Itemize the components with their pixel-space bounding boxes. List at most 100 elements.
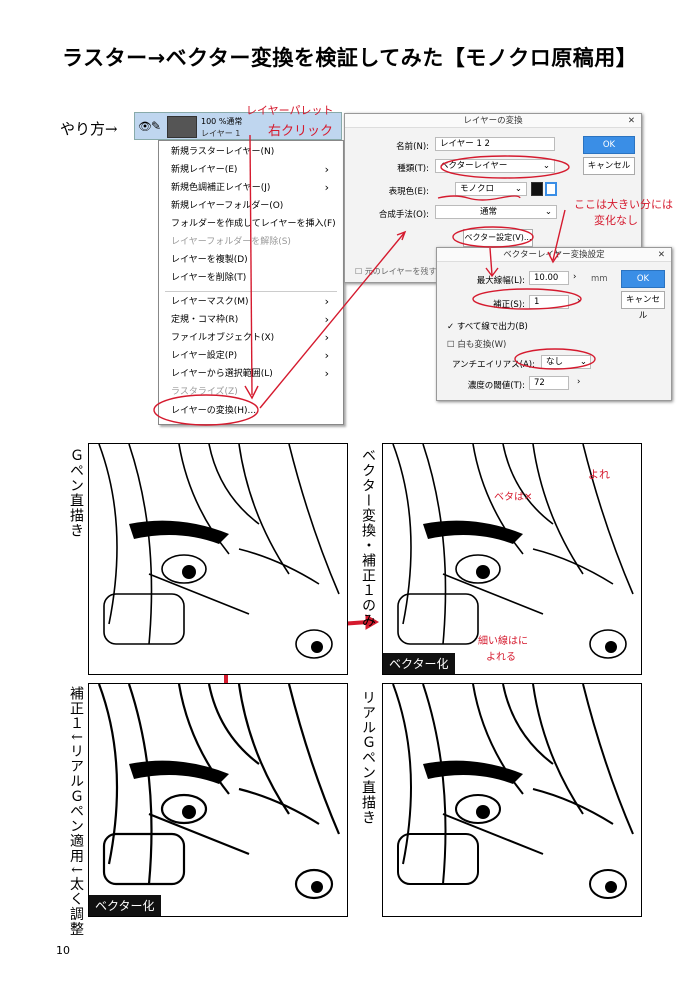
annotation-underline-color: [437, 195, 521, 201]
manga-illustration: [97, 684, 341, 900]
annotation-circle-vector-btn: [452, 226, 534, 248]
name-label: 名前(N):: [396, 142, 429, 152]
menu-item-create-folder-insert[interactable]: フォルダーを作成してレイヤーを挿入(F): [171, 219, 336, 229]
blend-select[interactable]: 通常 ⌄: [435, 205, 557, 219]
annotation-arrow-down: [249, 134, 253, 396]
layer-blend-text: 100 %通常: [201, 117, 243, 126]
close-icon[interactable]: ✕: [627, 116, 635, 126]
panel-4-label: リアルＧペン直描き: [360, 690, 376, 825]
chevron-right-icon: ›: [324, 367, 329, 380]
color-select[interactable]: モノクロ⌄: [455, 182, 527, 196]
annotation-arrowhead: [396, 230, 407, 241]
layer-palette-row[interactable]: 👁 ✎ 100 %通常 レイヤー 1: [134, 112, 342, 140]
page-title: ラスター→ベクター変換を検証してみた【モノクロ原稿用】: [62, 46, 638, 70]
menu-item-delete-layer[interactable]: レイヤーを削除(T): [171, 273, 247, 283]
menu-item-layer-mask[interactable]: レイヤーマスク(M)›: [171, 293, 337, 311]
chevron-down-icon: ⌄: [542, 161, 550, 171]
chevron-right-icon: ›: [324, 331, 329, 344]
annotation-palette: レイヤーパレット: [246, 104, 334, 117]
ok-button[interactable]: OK: [621, 270, 665, 288]
layer-name-text: レイヤー 1: [201, 129, 241, 138]
chevron-right-icon: ›: [324, 313, 329, 326]
menu-item-new-correction[interactable]: 新規色調補正レイヤー(J)›: [171, 179, 337, 197]
annotation-beta: ベタは✕: [494, 492, 533, 503]
type-value: ベクターレイヤー: [440, 161, 508, 171]
blend-label: 合成手法(O):: [378, 210, 429, 220]
layer-thumbnail: [167, 116, 197, 138]
vector-tag: ベクター化: [89, 895, 161, 916]
menu-item-new-raster[interactable]: 新規ラスターレイヤー(N): [171, 147, 275, 157]
dialog-title: レイヤーの変換: [463, 116, 523, 126]
white-convert-label: 白も変換(W): [457, 340, 507, 350]
manga-illustration: [392, 684, 634, 899]
all-lines-checkbox[interactable]: ✓ すべて線で出力(B): [447, 322, 528, 332]
menu-item-new-folder[interactable]: 新規レイヤーフォルダー(O): [171, 201, 284, 211]
blend-value: 通常: [480, 207, 498, 217]
menu-item-ruler-frame[interactable]: 定規・コマ枠(R)›: [171, 311, 337, 329]
chevron-right-icon: ›: [324, 181, 329, 194]
white-convert-checkbox[interactable]: ☐ 白も変換(W): [447, 340, 507, 350]
annotation-thin-yore-1: 細い線はに: [478, 636, 528, 647]
menu-item-convert-layer[interactable]: レイヤーの変換(H)...: [171, 406, 257, 416]
annotation-line-note: [552, 209, 566, 261]
chevron-right-icon: ›: [324, 295, 329, 308]
annotation-yore: よれ: [588, 468, 610, 481]
annotation-line-menu-to-dialog: [259, 231, 406, 409]
annotation-circle-convert: [153, 394, 259, 426]
menu-item-rasterize[interactable]: ラスタライズ(Z): [171, 387, 238, 397]
annotation-circle-correction: [472, 288, 582, 310]
manga-illustration: [392, 444, 634, 659]
panel-2-label: ベクター変換・補正１のみ: [360, 448, 376, 628]
annotation-circle-antialias: [514, 348, 596, 370]
manga-illustration: [98, 444, 340, 659]
manga-panel-2: ベクター化: [382, 443, 642, 675]
threshold-label: 濃度の閾値(T):: [467, 381, 525, 391]
close-icon[interactable]: ✕: [657, 250, 665, 260]
pen-icon: ✎: [151, 119, 162, 133]
chevron-right-icon[interactable]: ›: [573, 272, 577, 282]
vector-tag: ベクター化: [383, 653, 455, 674]
white-swatch[interactable]: [545, 182, 557, 196]
chevron-right-icon[interactable]: ›: [577, 296, 581, 306]
annotation-note-1: ここは大きい分には: [574, 198, 673, 211]
panel-3-label: 補正１↓リアルＧペン適用↓太く調整: [68, 686, 84, 937]
black-swatch[interactable]: [531, 182, 543, 196]
eye-icon[interactable]: 👁: [138, 120, 152, 133]
keep-original-checkbox[interactable]: ☐ 元のレイヤーを残す(L): [355, 267, 448, 276]
annotation-arrowhead: [485, 267, 499, 278]
dialog-titlebar: レイヤーの変換 ✕: [345, 114, 641, 128]
threshold-input[interactable]: 72: [529, 376, 569, 390]
max-width-input[interactable]: 10.00: [529, 271, 569, 285]
chevron-down-icon: ⌄: [544, 207, 552, 217]
menu-item-duplicate-layer[interactable]: レイヤーを複製(D): [171, 255, 248, 265]
menu-item-layer-settings[interactable]: レイヤー設定(P)›: [171, 347, 337, 365]
color-value: モノクロ: [460, 184, 495, 194]
antialias-value: なし: [546, 357, 564, 367]
chevron-right-icon: ›: [324, 349, 329, 362]
keep-original-label: 元のレイヤーを残す(L): [364, 267, 448, 276]
menu-item-selection-from-layer[interactable]: レイヤーから選択範囲(L)›: [171, 365, 337, 383]
annotation-circle-type: [440, 155, 570, 179]
max-width-unit: mm: [591, 274, 608, 284]
menu-item-file-object[interactable]: ファイルオブジェクト(X)›: [171, 329, 337, 347]
annotation-arrowhead: [244, 385, 259, 400]
ok-button[interactable]: OK: [583, 136, 635, 154]
annotation-note-2: 変化なし: [594, 214, 638, 227]
cancel-button[interactable]: キャンセル: [583, 157, 635, 175]
annotation-thin-yore-2: よれる: [486, 652, 516, 663]
correction-label: 補正(S):: [493, 300, 525, 310]
antialias-label: アンチエイリアス(A):: [452, 360, 535, 370]
menu-item-release-folder[interactable]: レイヤーフォルダーを解除(S): [171, 237, 291, 247]
menu-item-new-layer[interactable]: 新規レイヤー(E)›: [171, 161, 337, 179]
annotation-arrow-vector: [489, 247, 493, 276]
chevron-right-icon[interactable]: ›: [577, 377, 581, 387]
all-lines-label: すべて線で出力(B): [456, 322, 528, 332]
manga-panel-1: [88, 443, 348, 675]
cancel-button[interactable]: キャンセル: [621, 291, 665, 321]
manga-panel-4: [382, 683, 642, 917]
type-select[interactable]: ベクターレイヤー ⌄: [435, 159, 555, 173]
chevron-right-icon: ›: [324, 163, 329, 176]
name-input[interactable]: レイヤー 1 2: [435, 137, 555, 151]
red-arrow-right-head: [365, 614, 379, 630]
